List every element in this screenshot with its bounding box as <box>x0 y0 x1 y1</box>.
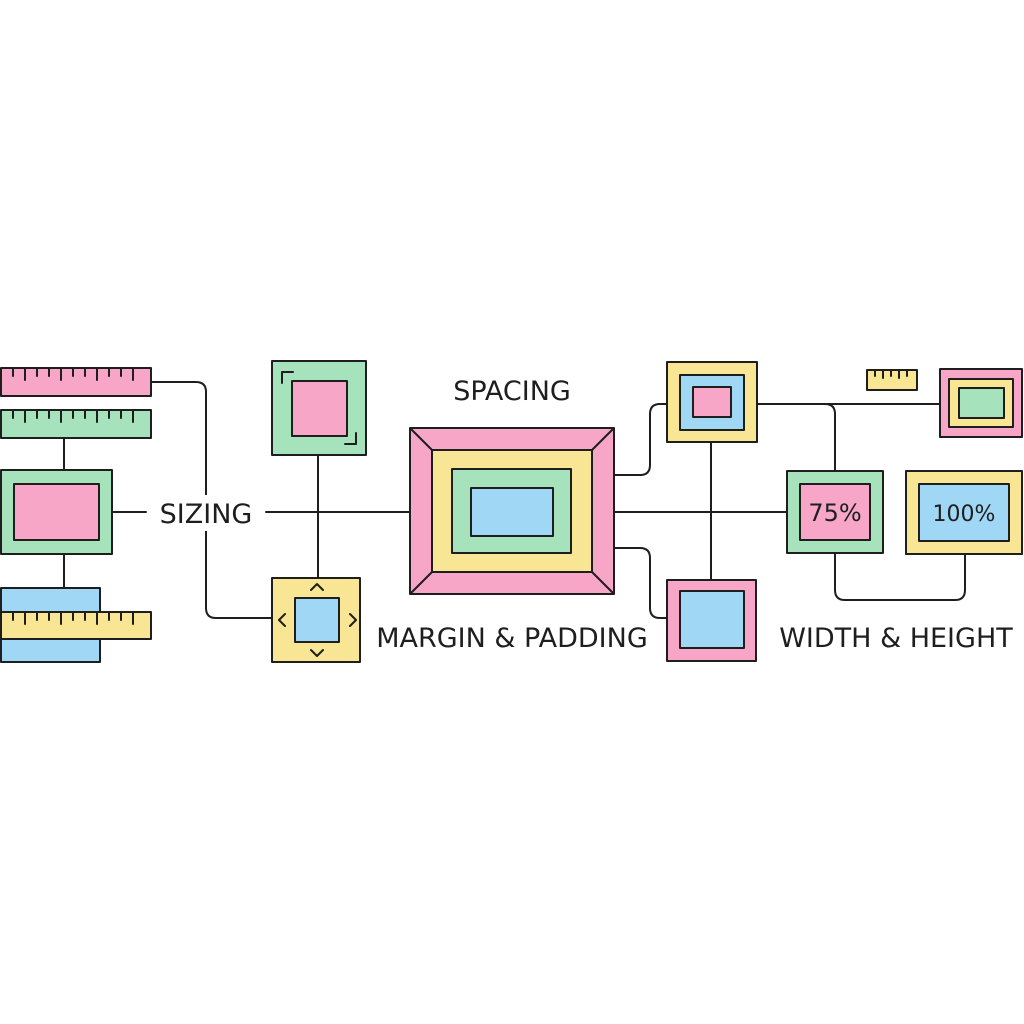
ruler-green <box>0 409 152 439</box>
connector-lines <box>63 381 966 619</box>
label-margin-padding: MARGIN & PADDING <box>376 623 648 654</box>
small-nested-card <box>939 368 1023 438</box>
label-backgrounds <box>150 495 262 531</box>
ruler-pink <box>0 367 152 397</box>
resize-frame-box <box>271 360 367 456</box>
label-100-percent: 100% <box>933 502 996 527</box>
label-spacing: SPACING <box>453 376 571 407</box>
connector-spacing-top-right <box>613 403 668 476</box>
connector-top-to-75 <box>824 403 836 472</box>
blue-bar-stack <box>0 587 152 663</box>
percent-100-box <box>905 470 1023 555</box>
nested-box-top <box>666 361 758 443</box>
ruler-small-yellow <box>866 369 918 391</box>
connector-75-to-100 <box>834 552 966 601</box>
box-model-nested <box>409 427 615 595</box>
expand-box <box>271 577 361 663</box>
percent-75-box <box>786 470 884 554</box>
connector-spacing-bottom-right <box>613 547 668 619</box>
sizing-card <box>0 469 113 555</box>
nested-box-bottom <box>666 579 757 662</box>
label-75-percent: 75% <box>808 499 861 527</box>
label-sizing: SIZING <box>160 499 253 530</box>
label-width-height: WIDTH & HEIGHT <box>779 623 1013 654</box>
